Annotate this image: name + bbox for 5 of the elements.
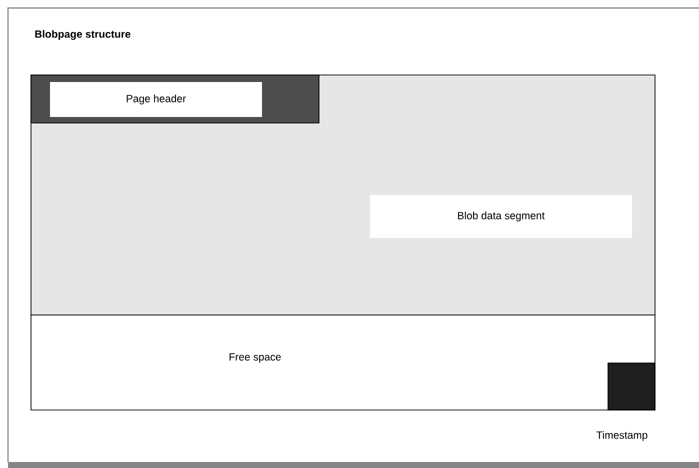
title: Blobpage structure: [35, 30, 130, 40]
node-label: Page header: [50, 82, 262, 117]
node-label: Free space: [230, 353, 281, 363]
beside-label: Timestamp: [596, 431, 648, 441]
node-label: Blob data segment: [370, 195, 632, 238]
